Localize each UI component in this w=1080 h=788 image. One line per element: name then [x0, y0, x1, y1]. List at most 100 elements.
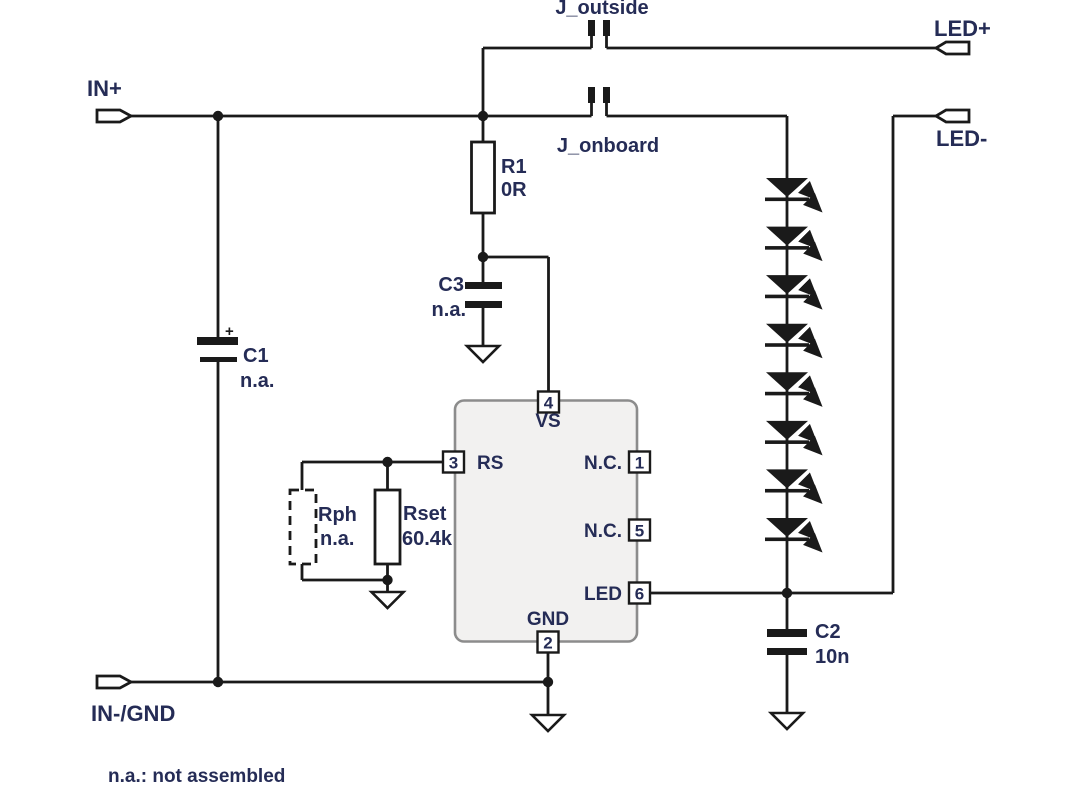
led-emission-arrow [803, 338, 823, 359]
cap-plate-positive [197, 337, 238, 345]
value-label: 60.4k [402, 528, 453, 550]
pin-box-4 [536, 390, 561, 414]
led-emission-arrow [803, 193, 823, 213]
ground-symbol [368, 590, 407, 610]
jumper-label: J_onboard [557, 135, 659, 157]
led [765, 469, 823, 504]
pin-name-vs: VS [535, 411, 560, 432]
led-cathode-bar [765, 246, 809, 250]
led-emission-arrow [798, 472, 818, 492]
led-cathode-bar [765, 197, 809, 202]
value-label: n.a. [320, 528, 354, 550]
led-cathode-bar [765, 294, 809, 299]
resistor-rph: Rph n.a. [288, 488, 357, 566]
capacitor-c3: C3 n.a. [432, 274, 503, 364]
led [765, 517, 823, 553]
led-emission-arrow [803, 484, 823, 504]
ref-label: C1 [243, 345, 269, 367]
led-chain [765, 178, 823, 553]
led-triangle [766, 275, 808, 295]
led-triangle [766, 469, 808, 489]
terminal-label: IN-/GND [91, 701, 175, 726]
jumper-label: J_outside [555, 0, 648, 19]
ground-symbol-pin2 [528, 713, 568, 733]
polarity-mark: + [225, 323, 234, 340]
cap-plate [465, 301, 502, 308]
led-emission-arrow [803, 290, 823, 310]
led-cathode-bar [765, 488, 809, 493]
led-emission-arrow [798, 278, 818, 298]
junction-dots [212, 110, 793, 688]
pin-number: 1 [635, 454, 644, 473]
ref-label: Rset [403, 503, 447, 525]
wires [131, 36, 936, 715]
wire-to-vs [483, 255, 550, 392]
value-label: n.a. [240, 370, 274, 392]
wire-rs-net [300, 460, 443, 592]
pin-number: 4 [544, 394, 554, 413]
ground-symbol [463, 344, 503, 364]
led-emission-arrow [798, 181, 818, 201]
led-triangle [766, 517, 808, 537]
terminal-label: LED+ [934, 16, 991, 41]
led-emission-arrow [798, 521, 818, 541]
led-triangle [766, 420, 808, 440]
led-triangle [766, 178, 808, 197]
jumper-j-onboard: J_onboard [557, 87, 659, 157]
resistor-body [373, 488, 402, 566]
pin-box-2 [536, 630, 560, 654]
wire-led-return [650, 114, 936, 595]
ground-symbol [767, 711, 807, 731]
resistor-rset: Rset 60.4k [368, 488, 453, 610]
terminal-label: LED- [936, 126, 987, 151]
pin-number: 3 [449, 454, 458, 473]
led-emission-arrow [803, 241, 823, 262]
led-cathode-bar [765, 440, 809, 444]
led [765, 226, 823, 262]
capacitor-c1: + C1 n.a. [197, 323, 274, 392]
pin-box-1 [627, 450, 652, 474]
ic-block: 4 VS 3 RS 1 N.C. 5 N.C. 6 LED 2 GND [441, 390, 652, 654]
cap-plate [767, 648, 807, 655]
terminal-flag [95, 108, 134, 124]
pin-name-rs: RS [477, 453, 503, 474]
led-cathode-bar [765, 343, 809, 347]
value-label: n.a. [432, 299, 466, 321]
ref-label: C2 [815, 621, 841, 643]
value-label: 10n [815, 646, 849, 668]
led-cathode-bar [765, 391, 809, 396]
led-emission-arrow [798, 423, 818, 444]
led-triangle [766, 226, 808, 246]
led-emission-arrow [798, 375, 818, 395]
assembly-note: n.a.: not assembled [108, 766, 285, 787]
led-emission-arrow [803, 387, 823, 407]
led [765, 420, 823, 456]
resistor-body-dashed [288, 488, 318, 566]
led-triangle [766, 323, 808, 343]
pin-name-nc1: N.C. [584, 453, 622, 474]
cap-plate [767, 629, 807, 637]
pin-number: 6 [635, 585, 644, 604]
terminal-flag [95, 674, 134, 690]
terminal-in-minus-gnd: IN-/GND [91, 674, 175, 726]
terminal-led-minus: LED- [933, 108, 987, 151]
led-emission-arrow [798, 229, 818, 250]
terminal-label: IN+ [87, 76, 122, 101]
ref-label: R1 [501, 156, 527, 178]
led [765, 372, 823, 407]
led-emission-arrow [803, 435, 823, 456]
ref-label: Rph [318, 504, 357, 526]
resistor-r1: R1 0R [470, 140, 527, 215]
pin-name-gnd: GND [527, 609, 569, 630]
terminal-led-plus: LED+ [933, 16, 991, 56]
pin-name-led: LED [584, 584, 622, 605]
led [765, 275, 823, 310]
terminal-flag [933, 40, 971, 56]
resistor-body [470, 140, 496, 215]
jumper-onboard-stubs [590, 103, 608, 116]
terminal-in-plus: IN+ [87, 76, 134, 124]
pin-box-5 [627, 518, 652, 542]
value-label: 0R [501, 179, 527, 201]
led-cathode-bar [765, 537, 809, 542]
